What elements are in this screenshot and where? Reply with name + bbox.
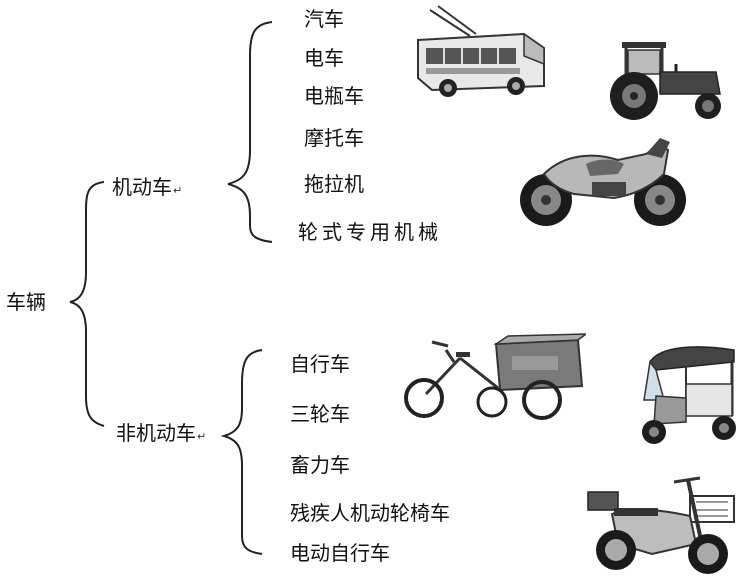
- trolleybus-icon: [417, 5, 545, 97]
- paragraph-mark-icon: ↵: [173, 184, 183, 197]
- nonmotor-item-disabled-wheelchair: 残疾人机动轮椅车: [290, 501, 450, 525]
- motor-item-wheeled-machinery: 轮式专用机械: [298, 220, 442, 244]
- nonmotor-item-tricycle: 三轮车: [290, 402, 350, 426]
- motor-brace: [227, 21, 273, 243]
- nonmotor-item-animal-cart: 畜力车: [290, 453, 350, 477]
- motor-item-tram: 电车: [304, 46, 344, 70]
- root-brace: [69, 181, 105, 427]
- enclosed-tricycle-icon: [642, 346, 736, 444]
- cargo-tricycle-icon: [404, 333, 586, 420]
- motor-vehicle-label-text: 机动车: [112, 175, 172, 199]
- motor-vehicle-label: 机动车↵: [112, 175, 182, 203]
- motor-item-motorcycle: 摩托车: [304, 126, 364, 150]
- electric-scooter-icon: [587, 476, 735, 574]
- motor-item-tractor: 拖拉机: [304, 172, 364, 196]
- nonmotor-item-bicycle: 自行车: [290, 352, 350, 376]
- motorcycle-icon: [520, 138, 686, 226]
- motor-item-car: 汽车: [304, 7, 344, 31]
- paragraph-mark-icon: ↵: [197, 430, 207, 443]
- tractor-icon: [610, 42, 721, 120]
- root-label: 车辆: [6, 290, 46, 314]
- nonmotor-item-ebike: 电动自行车: [290, 541, 390, 565]
- nonmotor-vehicle-label: 非机动车↵: [116, 421, 206, 449]
- motor-item-battery-vehicle: 电瓶车: [304, 84, 364, 108]
- nonmotor-vehicle-label-text: 非机动车: [116, 421, 196, 445]
- nonmotor-brace: [220, 349, 263, 555]
